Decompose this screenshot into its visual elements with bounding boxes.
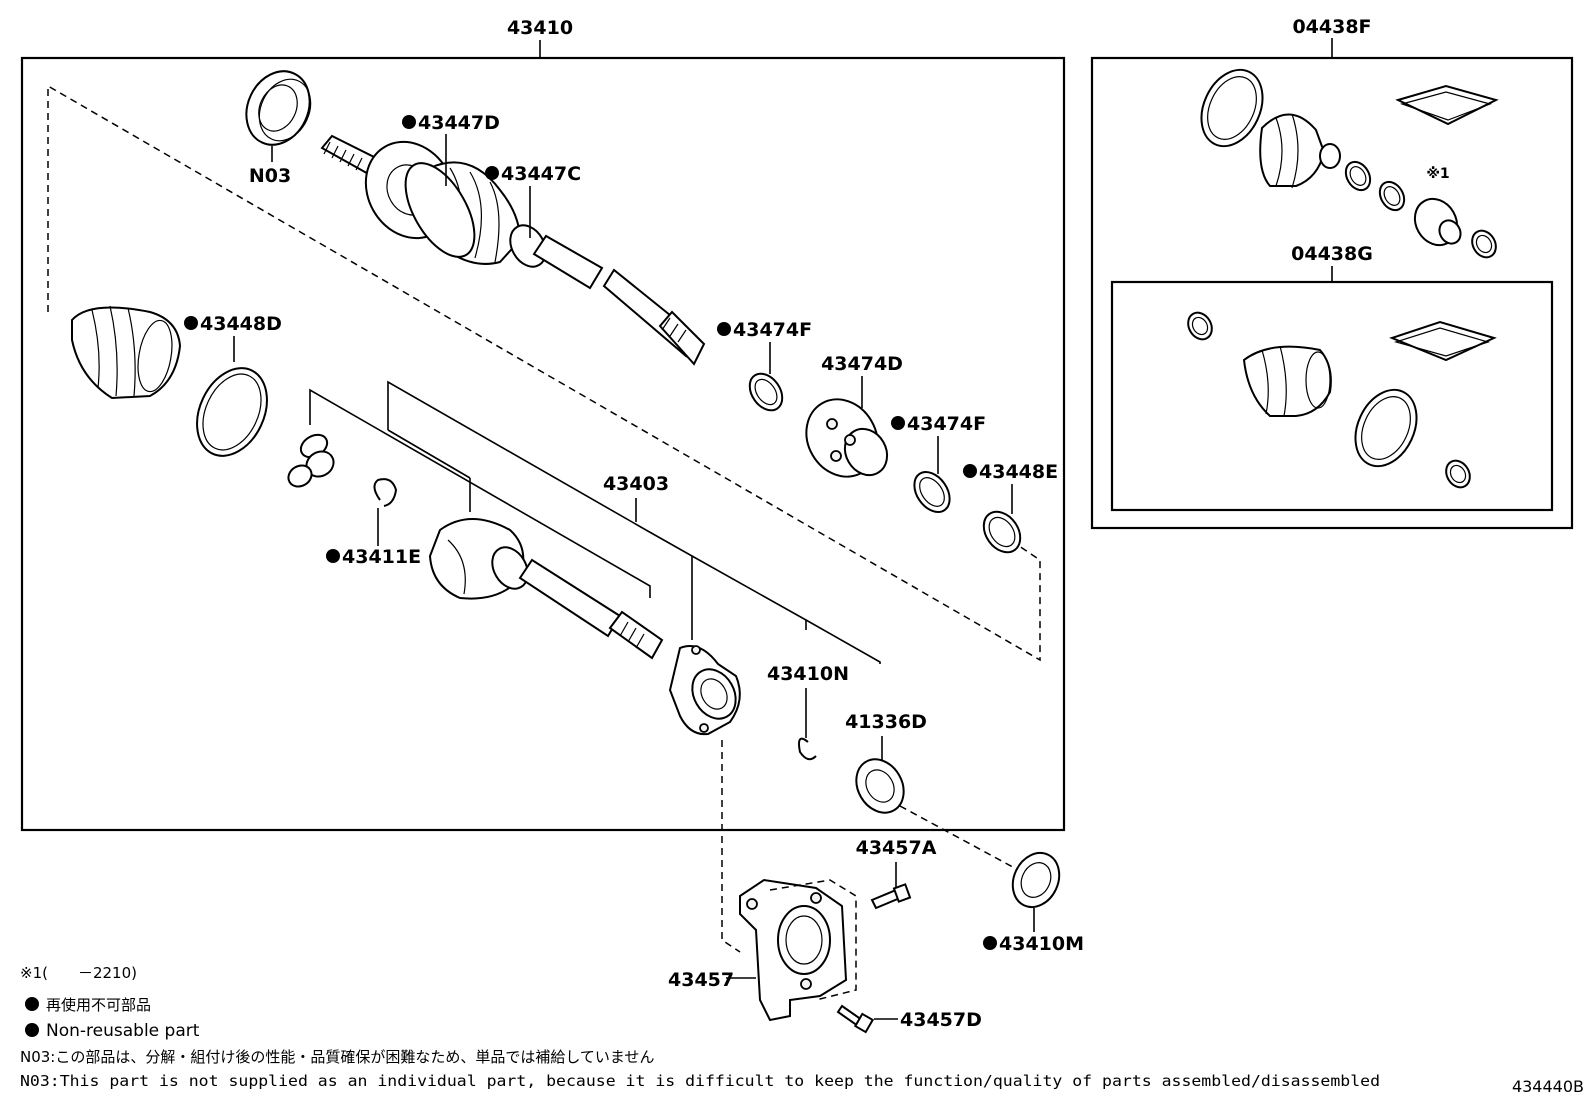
part-43411E-snap-ring[interactable] [373, 478, 398, 507]
part-n03-oil-seal[interactable] [235, 61, 321, 155]
part-bearing-bracket[interactable] [668, 645, 744, 736]
label-43410N[interactable]: 43410N [767, 663, 849, 685]
label-04438F[interactable]: 04438F [1292, 16, 1371, 38]
label-43457[interactable]: 43457 [668, 969, 734, 991]
part-kit-f-tripod[interactable] [1407, 191, 1466, 253]
label-43474F-a[interactable]: 43474F [733, 319, 812, 341]
n03-note-jp: N03:この部品は、分解・組付け後の性能・品質確保が困難なため、単品では補給して… [20, 1048, 654, 1066]
part-kit-g-boot[interactable] [1242, 345, 1332, 417]
part-43474F-clamp-a[interactable] [743, 368, 789, 417]
assembly-43410-frame [20, 56, 1066, 832]
diagram-code: 434440B [1512, 1077, 1584, 1096]
part-kit-f-large-clamp[interactable] [1190, 60, 1275, 156]
part-inboard-joint-shaft[interactable] [428, 518, 664, 660]
label-ref-mark: ※1 [1426, 166, 1449, 182]
part-43457A-bolt[interactable] [870, 883, 912, 910]
legend-en: Non-reusable part [46, 1021, 200, 1041]
part-tripod-spider[interactable] [285, 430, 339, 490]
label-43410M[interactable]: 43410M [999, 933, 1084, 955]
part-43474D-tripod[interactable] [793, 386, 896, 489]
part-kit-g-small-clamp[interactable] [1183, 308, 1216, 343]
label-43457A[interactable]: 43457A [856, 837, 937, 859]
label-43474D[interactable]: 43474D [821, 353, 903, 375]
label-n03[interactable]: N03 [249, 165, 291, 187]
n03-note-en: N03:This part is not supplied as an indi… [20, 1072, 1380, 1090]
label-43448E[interactable]: 43448E [979, 461, 1058, 483]
part-43457D-bolt[interactable] [836, 1004, 875, 1034]
label-43410[interactable]: 43410 [507, 17, 573, 39]
label-04438G[interactable]: 04438G [1291, 243, 1373, 265]
part-kit-g-end-clamp[interactable] [1441, 456, 1474, 491]
part-kit-f-boot[interactable] [1259, 113, 1341, 189]
part-43448E-clamp[interactable] [976, 505, 1027, 559]
part-43474F-clamp-b[interactable] [907, 465, 957, 518]
label-43447D[interactable]: 43447D [418, 112, 500, 134]
part-43457-bracket[interactable] [739, 878, 857, 1022]
part-kit-g-large-clamp[interactable] [1344, 380, 1429, 476]
footnote-1: ※1( －2210) [20, 964, 137, 982]
kit-04438F-frame [1090, 56, 1574, 530]
label-43457D[interactable]: 43457D [900, 1009, 982, 1031]
part-inboard-boot[interactable] [71, 305, 182, 400]
kit-04438G-frame [1110, 280, 1554, 512]
part-43410N-snap-ring[interactable] [798, 737, 817, 761]
legend-jp: 再使用不可部品 [46, 996, 151, 1014]
label-43411E[interactable]: 43411E [342, 546, 421, 568]
label-43448D[interactable]: 43448D [200, 313, 282, 335]
label-43474F-b[interactable]: 43474F [907, 413, 986, 435]
part-kit-g-grease-pack[interactable] [1389, 320, 1497, 362]
label-43447C[interactable]: 43447C [501, 163, 581, 185]
part-41336D-seal[interactable] [847, 751, 913, 821]
part-outboard-shaft[interactable] [320, 126, 706, 366]
part-43448D-clamp[interactable] [184, 357, 281, 467]
part-kit-f-end-clamp[interactable] [1467, 226, 1500, 261]
outboard-group-boundary [47, 84, 1041, 662]
label-41336D[interactable]: 41336D [845, 711, 927, 733]
part-kit-f-small-clamp-a[interactable] [1341, 158, 1375, 195]
part-kit-f-grease-pack[interactable] [1395, 84, 1499, 126]
part-43410M-seal[interactable] [1004, 845, 1068, 914]
part-kit-f-small-clamp-b[interactable] [1375, 178, 1409, 215]
label-43403[interactable]: 43403 [603, 473, 669, 495]
